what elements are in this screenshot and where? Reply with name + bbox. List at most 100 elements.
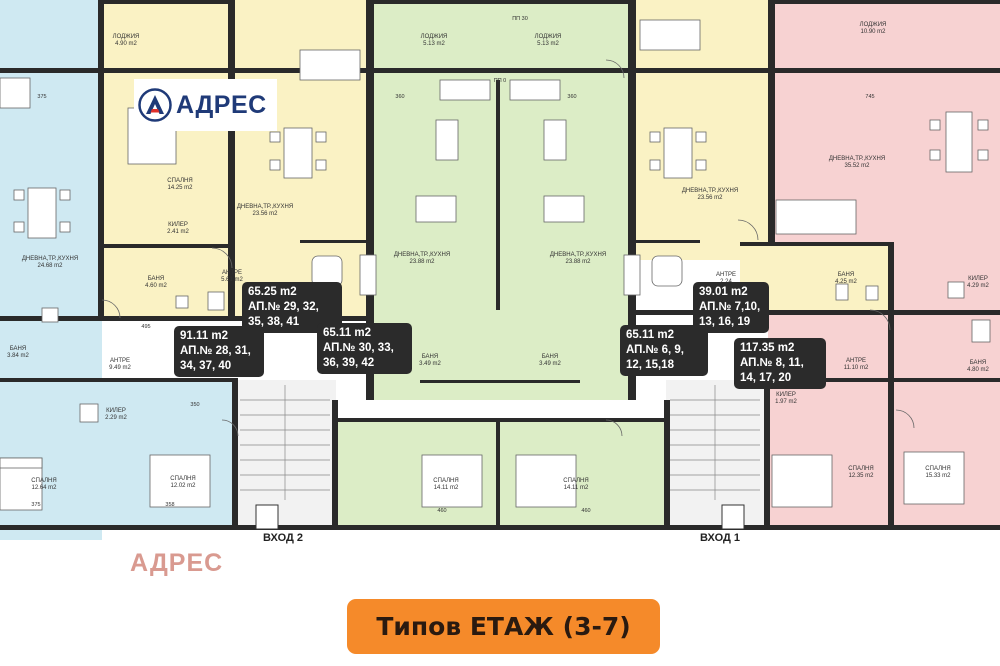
room-area: 23.56 m2 bbox=[697, 195, 723, 201]
room-name: АНТРЕ bbox=[110, 358, 130, 364]
apartment-label-117-35: 117.35 m2 АП.№ 8, 11, 14, 17, 20 bbox=[734, 338, 826, 389]
room-name: БАНЯ bbox=[838, 272, 854, 278]
dimension-label: 375 bbox=[37, 94, 46, 100]
zone-apt-b-loggia bbox=[0, 0, 102, 70]
apartment-label-39-01: 39.01 m2 АП.№ 7,10, 13, 16, 19 bbox=[693, 282, 769, 333]
apartment-label-91-11: 91.11 m2 АП.№ 28, 31, 34, 37, 40 bbox=[174, 326, 264, 377]
room-area: 5.61 m2 bbox=[221, 277, 243, 283]
entrance-1-box bbox=[721, 504, 745, 530]
brand-watermark: АДРЕС bbox=[130, 549, 224, 577]
room-name: ДНЕВНА,ТР.,КУХНЯ bbox=[237, 204, 293, 210]
room-area: 5.13 m2 bbox=[423, 41, 445, 47]
floor-title: Типов ЕТАЖ (3-7) bbox=[347, 599, 660, 654]
dimension-label: 460 bbox=[437, 508, 446, 514]
furniture bbox=[0, 19, 991, 511]
room-area: 10.90 m2 bbox=[860, 29, 886, 35]
room-name: СПАЛНЯ bbox=[925, 466, 950, 472]
dimension-label: 375 bbox=[31, 502, 40, 508]
apartment-numbers: 12, 15,18 bbox=[626, 359, 674, 371]
zone-apt-c-green bbox=[370, 0, 632, 400]
room-area: 2.29 m2 bbox=[105, 415, 127, 421]
room-area: 12.64 m2 bbox=[31, 485, 57, 491]
room-area: 2.41 m2 bbox=[167, 229, 189, 235]
entrance-2-label: ВХОД 2 bbox=[263, 532, 303, 544]
room-area: 14.25 m2 bbox=[167, 185, 193, 191]
room-area: 9.49 m2 bbox=[109, 365, 131, 371]
room-area: 4.90 m2 bbox=[115, 41, 137, 47]
apartment-area: 65.25 m2 bbox=[248, 286, 297, 298]
apartment-area: 91.11 m2 bbox=[180, 330, 228, 342]
room-area: 14.11 m2 bbox=[434, 485, 459, 491]
apartment-numbers: АП.№ 6, 9, bbox=[626, 344, 685, 356]
apartment-numbers: 34, 37, 40 bbox=[180, 360, 232, 372]
room-area: 4.29 m2 bbox=[967, 283, 989, 289]
room-name: СПАЛНЯ bbox=[433, 478, 458, 484]
dimension-label: 495 bbox=[141, 324, 150, 330]
dimension-label: 460 bbox=[581, 508, 590, 514]
room-area: 12.02 m2 bbox=[170, 483, 196, 489]
room-area: 24.68 m2 bbox=[37, 263, 63, 269]
apartment-numbers: АП.№ 7,10, bbox=[699, 301, 761, 313]
room-area: 35.52 m2 bbox=[844, 163, 870, 169]
apartment-area: 117.35 m2 bbox=[740, 342, 795, 354]
room-area: 4.25 m2 bbox=[835, 279, 857, 285]
room-area: 23.88 m2 bbox=[409, 259, 435, 265]
room-area: 3.84 m2 bbox=[7, 353, 29, 359]
room-name: СПАЛНЯ bbox=[31, 478, 56, 484]
dimension-label: 358 bbox=[165, 502, 174, 508]
stair-treads-left bbox=[240, 385, 330, 500]
room-name: ДНЕВНА,ТР.,КУХНЯ bbox=[550, 252, 606, 258]
dimension-label: 360 bbox=[567, 94, 576, 100]
room-name: ДНЕВНА,ТР.,КУХНЯ bbox=[829, 156, 885, 162]
entrance-1-label: ВХОД 1 bbox=[700, 532, 740, 544]
room-name: БАНЯ bbox=[10, 346, 26, 352]
apartment-numbers: АП.№ 8, 11, bbox=[740, 357, 804, 369]
room-name: ЛОДЖИЯ bbox=[860, 22, 887, 28]
room-name: КИЛЕР bbox=[106, 408, 126, 414]
room-name: БАНЯ bbox=[148, 276, 164, 282]
room-name: СПАЛНЯ bbox=[167, 178, 192, 184]
room-name: АНТРЕ bbox=[846, 358, 866, 364]
room-name: ДНЕВНА,ТР.,КУХНЯ bbox=[682, 188, 738, 194]
room-area: 11.10 m2 bbox=[844, 365, 869, 371]
room-name: КИЛЕР bbox=[968, 276, 988, 282]
brand-logo: АДРЕС bbox=[134, 79, 277, 131]
room-area: 4.60 m2 bbox=[145, 283, 167, 289]
room-area: 15.33 m2 bbox=[925, 473, 951, 479]
walls bbox=[0, 0, 1000, 530]
apartment-numbers: АП.№ 28, 31, bbox=[180, 345, 251, 357]
entrance-2-box bbox=[255, 504, 279, 530]
room-name: СПАЛНЯ bbox=[563, 478, 588, 484]
dimension-label: 350 bbox=[190, 402, 199, 408]
brand-logo-icon bbox=[138, 88, 172, 122]
apartment-label-65-11-left: 65.11 m2 АП.№ 30, 33, 36, 39, 42 bbox=[317, 323, 412, 374]
apartment-numbers: 35, 38, 41 bbox=[248, 316, 300, 328]
stair-right bbox=[666, 380, 768, 528]
room-name: БАНЯ bbox=[970, 360, 986, 366]
room-area: 3.49 m2 bbox=[539, 361, 561, 367]
room-area: 3.49 m2 bbox=[419, 361, 441, 367]
apartment-area: 65.11 m2 bbox=[626, 329, 674, 341]
door-swings bbox=[101, 59, 915, 437]
apartment-area: 65.11 m2 bbox=[323, 327, 371, 339]
room-area: 4.80 m2 bbox=[967, 367, 989, 373]
apartment-numbers: 36, 39, 42 bbox=[323, 357, 375, 369]
zone-green-bedrooms bbox=[336, 420, 666, 528]
zone-apt-f-right bbox=[890, 244, 1000, 314]
stair-left bbox=[236, 380, 336, 528]
room-name: ЛОДЖИЯ bbox=[113, 34, 140, 40]
dimension-label: ПП 30 bbox=[512, 16, 528, 22]
room-name: АНТРЕ bbox=[222, 270, 242, 276]
room-name: КИЛЕР bbox=[776, 392, 796, 398]
room-name: АНТРЕ bbox=[716, 272, 736, 278]
apartment-numbers: АП.№ 30, 33, bbox=[323, 342, 394, 354]
dimension-label: 745 bbox=[865, 94, 874, 100]
apartment-label-65-11-right: 65.11 m2 АП.№ 6, 9, 12, 15,18 bbox=[620, 325, 708, 376]
apartment-numbers: 13, 16, 19 bbox=[699, 316, 751, 328]
dimension-label: ПП 0 bbox=[494, 78, 507, 84]
room-name: СПАЛНЯ bbox=[170, 476, 195, 482]
room-name: ЛОДЖИЯ bbox=[421, 34, 448, 40]
